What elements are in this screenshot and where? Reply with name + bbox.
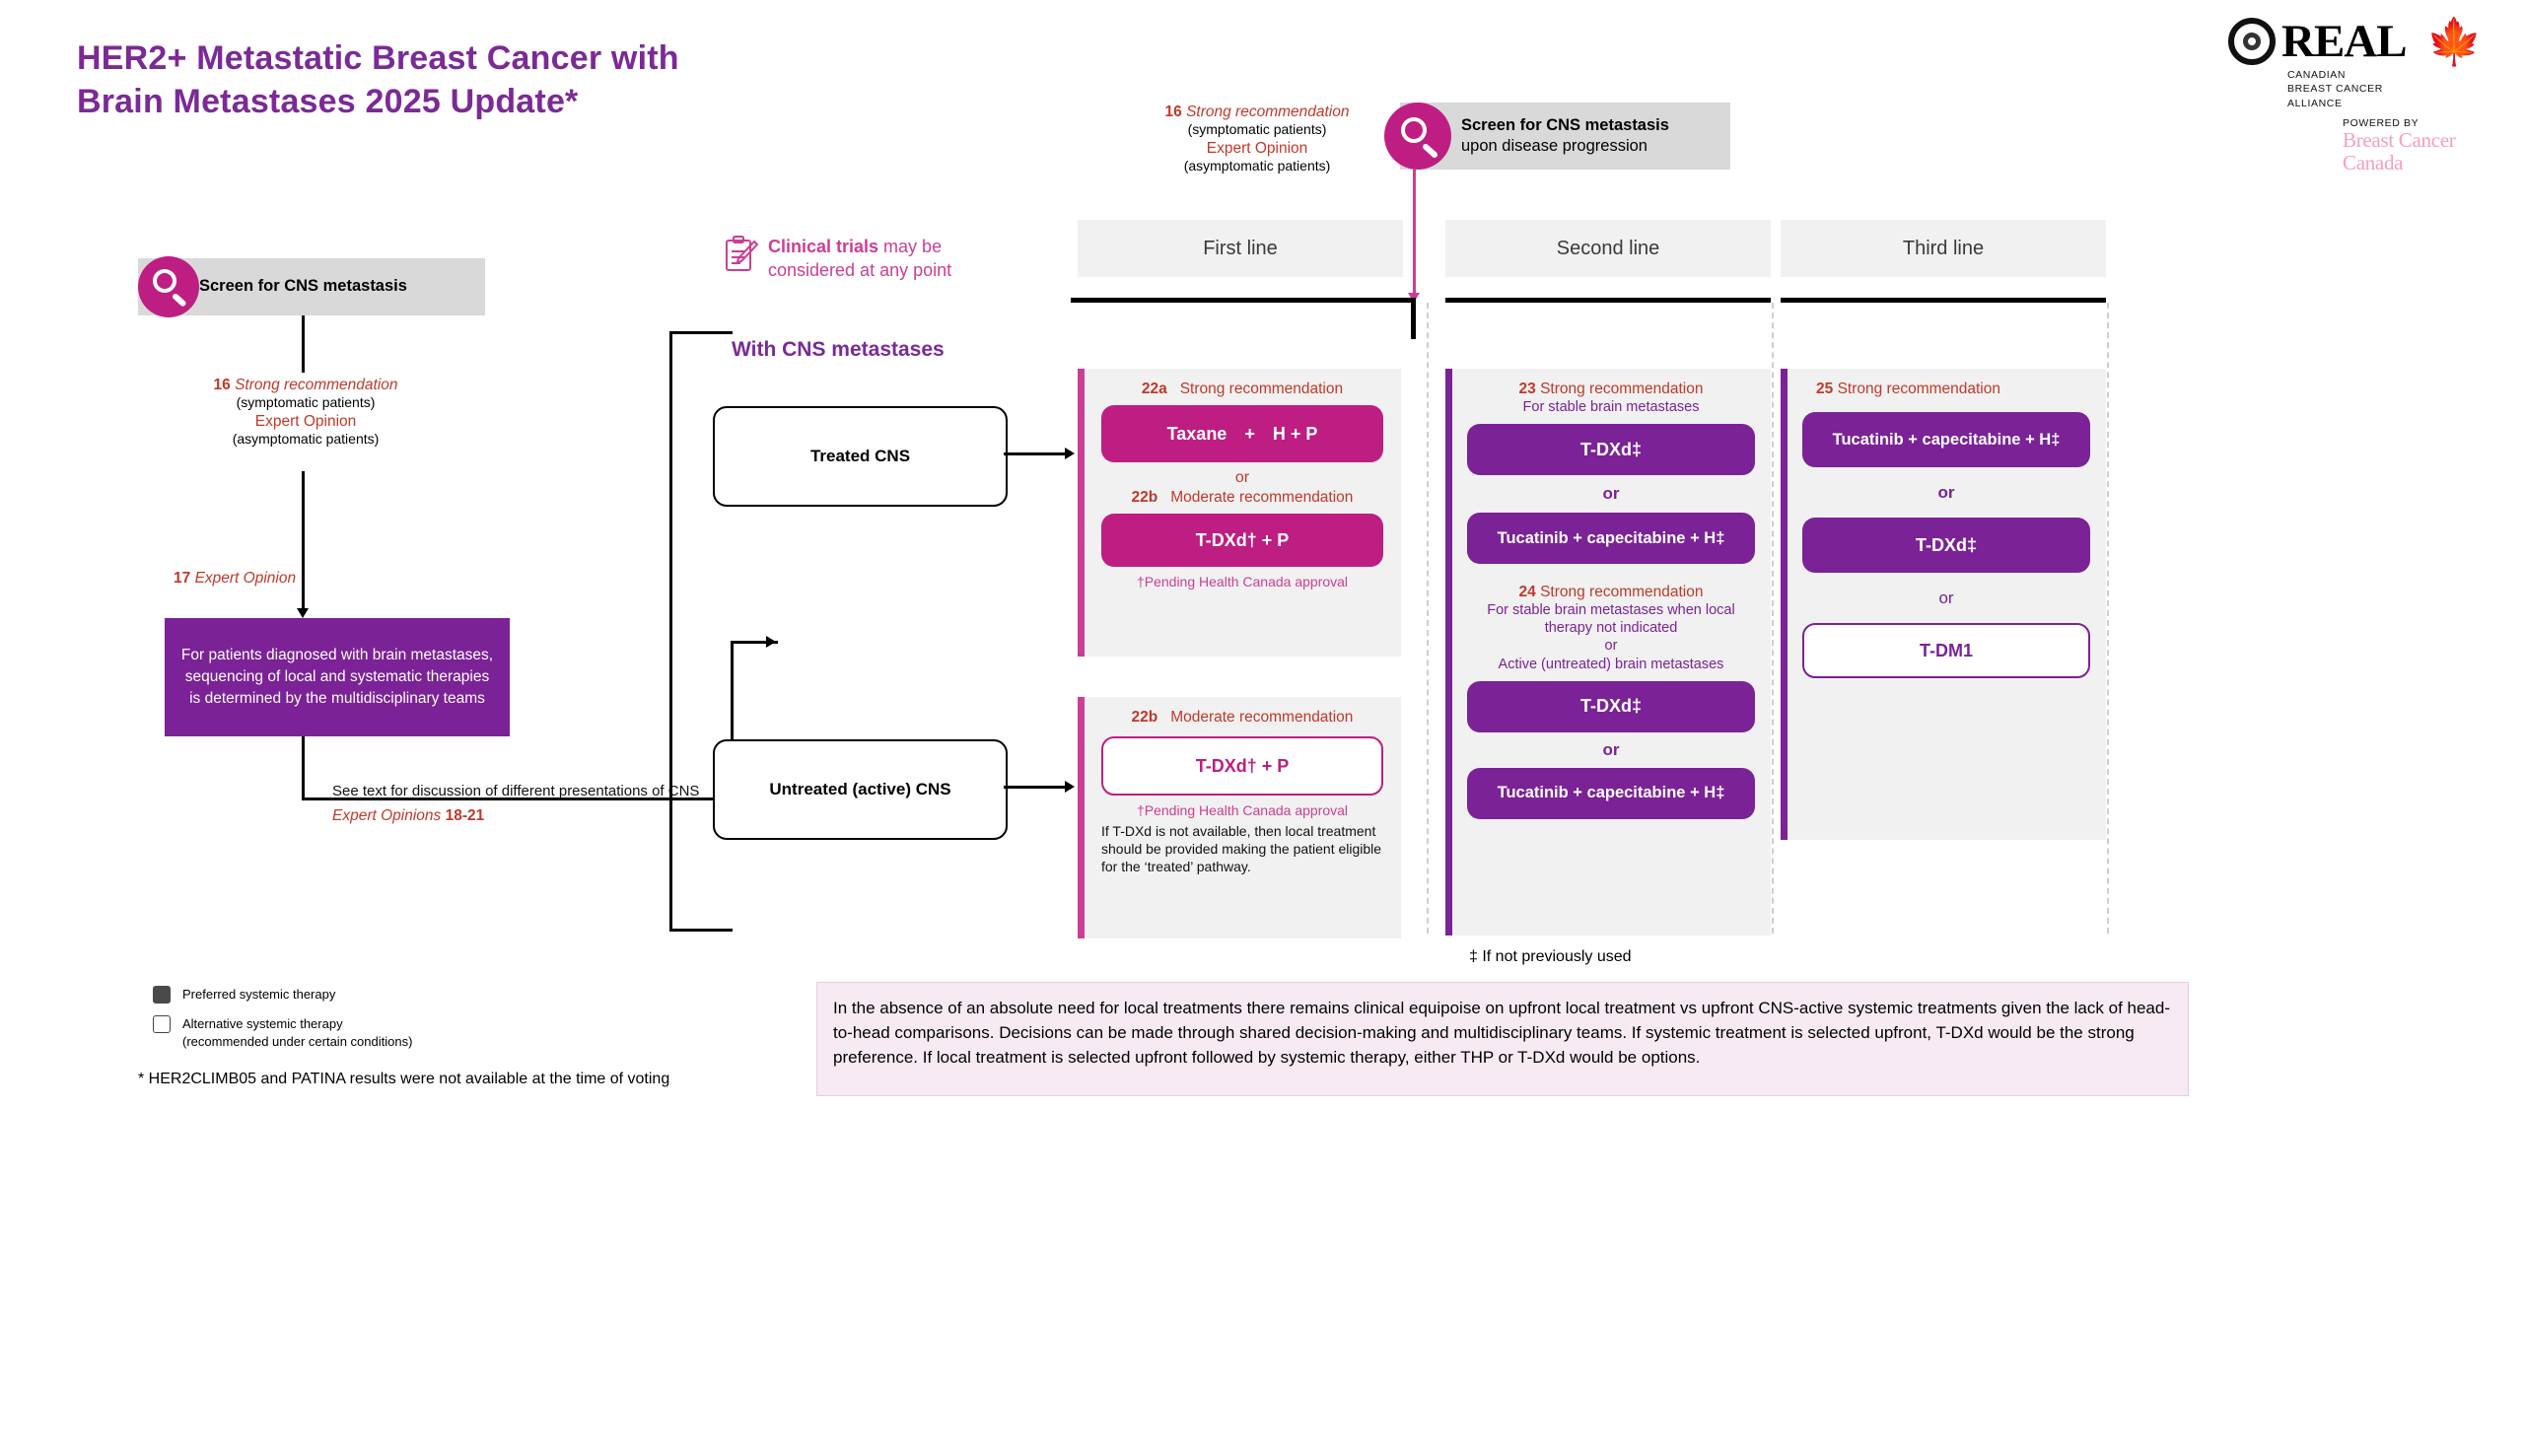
tdxd-unavailable-note: If T-DXd is not available, then local tr… [1101,823,1382,875]
drug-pill-tdxd-p: T-DXd† + P [1101,514,1383,567]
clinical-trials-bold: Clinical trials [768,237,879,256]
rule-second-line [1445,298,1771,303]
purple-sequencing-box: For patients diagnosed with brain metast… [165,618,510,736]
panel-third-line: 25 Strong recommendation Tucatinib + cap… [1781,369,2106,840]
panel-accent-bar [1781,369,1788,840]
connector-junction-to-spine [731,641,778,644]
column-header-third: Third line [1781,220,2106,277]
arrow-to-branch-spine [766,636,776,648]
screen-cns-title-left: Screen for CNS metastasis [199,277,407,296]
rec16-block-top: 16 Strong recommendation (symptomatic pa… [1164,104,1350,173]
screen-cns-box-top: Screen for CNS metastasis upon disease p… [1384,103,1730,170]
clipboard-pencil-icon [726,236,758,271]
connector-purple-right [302,797,734,800]
arrow-head-treated [1065,448,1075,459]
panel-second-line: 23 Strong recommendation For stable brai… [1445,369,1771,936]
rec23-condition: For stable brain metastases [1522,399,1700,415]
magnifier-icon-top [1384,103,1451,170]
sponsor-name: Breast Cancer Canada [2343,128,2456,174]
arrow-head-untreated [1065,781,1075,793]
arrow-to-purple-box [297,608,309,618]
magnifier-icon [138,256,199,317]
treated-cns-box: Treated CNS [713,406,1008,507]
or-label-1: or [1234,469,1250,486]
legend-label-preferred: Preferred systemic therapy [182,987,336,1003]
or-label-5: or [1938,589,1954,607]
arrow-line-treated [1004,452,1071,455]
legend-swatch-alternative [153,1015,171,1033]
with-cns-heading: With CNS metastases [732,338,945,361]
real-wordmark: REAL [2281,15,2408,67]
panel-accent-bar [1078,369,1085,657]
pink-progression-line [1413,170,1416,296]
legend-preferred: Preferred systemic therapy [153,986,335,1004]
connector-rec16-to-purple [302,471,305,610]
real-swirl-icon [2228,18,2276,65]
connector-purple-down [302,736,305,800]
drug-pill-tdm1-3l: T-DM1 [1802,623,2090,678]
drug-pill-taxane-hp: Taxane + H + P [1101,405,1383,462]
or-label-3: or [1602,739,1620,759]
pending-approval-note-2: †Pending Health Canada approval [1136,802,1349,818]
rule-first-line-tick [1411,298,1416,339]
legend-alternative: Alternative systemic therapy (recommende… [153,1015,412,1050]
equipoise-note: In the absence of an absolute need for l… [816,982,2189,1096]
connector-screen-to-rec16 [302,315,305,373]
drug-pill-tdxd-p-alt: T-DXd† + P [1101,736,1383,796]
clinical-trials-note: Clinical trials may be considered at any… [725,235,995,283]
arrow-line-untreated [1004,786,1071,789]
screen-cns-box-left: Screen for CNS metastasis [138,256,485,317]
rec17-label: 17 Expert Opinion [174,570,297,587]
panel-first-line-treated: 22a Strong recommendation Taxane + H + P… [1078,369,1401,657]
column-header-second: Second line [1445,220,1771,277]
column-header-first: First line [1078,220,1403,277]
rule-third-line [1781,298,2106,303]
powered-by-label: POWERED BY [2343,117,2419,130]
panel-accent-bar [1078,697,1085,938]
drug-pill-tucatinib-2l-b: Tucatinib + capecitabine + H‡ [1467,767,1755,819]
rule-first-line [1071,298,1416,303]
legend-swatch-preferred [153,986,171,1004]
column-divider-2 [1772,303,1774,934]
panel-first-line-untreated: 22b Moderate recommendation T-DXd† + P †… [1078,697,1401,938]
footnote-not-previously-used: ‡ If not previously used [1469,948,1632,965]
alliance-name: CANADIAN BREAST CANCER ALLIANCE [2287,69,2383,109]
legend-footnote: * HER2CLIMB05 and PATINA results were no… [138,1071,670,1087]
connector-up-to-junction [731,641,734,800]
untreated-cns-label: Untreated (active) CNS [769,780,951,798]
pending-approval-note-1: †Pending Health Canada approval [1136,574,1349,589]
maple-leaf-icon: 🍁 [2425,16,2483,67]
drug-pill-tdxd-3l: T-DXd‡ [1802,518,2090,573]
screen-cns-title-top: Screen for CNS metastasis [1461,115,1669,134]
rec24-condition: For stable brain metastases when local t… [1487,602,1735,672]
rec16-block-left: 16 Strong recommendation (symptomatic pa… [213,377,398,447]
see-text-note: See text for discussion of different pre… [332,783,700,824]
panel-accent-bar [1445,369,1452,936]
spine-top-stub [669,331,733,334]
drug-pill-tdxd-2l-a: T-DXd‡ [1467,424,1755,476]
spine-bottom-stub [669,929,733,932]
untreated-cns-box: Untreated (active) CNS [713,739,1008,840]
clinical-trials-rest: may be considered at any point [768,237,952,281]
or-label-2: or [1602,484,1620,504]
or-label-4: or [1937,483,1955,502]
spine-vertical [669,331,672,932]
page-title-line2: Brain Metastases 2025 Update* [77,82,579,120]
legend-label-alternative: Alternative systemic therapy (recommende… [182,1016,413,1049]
page-title-line1: HER2+ Metastatic Breast Cancer with [77,39,679,77]
column-divider-3 [2107,303,2109,934]
page-title: HER2+ Metastatic Breast Cancer with Brai… [77,37,826,123]
drug-pill-tdxd-2l-b: T-DXd‡ [1467,680,1755,732]
drug-pill-tucatinib-2l-a: Tucatinib + capecitabine + H‡ [1467,513,1755,565]
brand-logo: REAL 🍁 CANADIAN BREAST CANCER ALLIANCE P… [2228,15,2504,173]
screen-cns-subtitle-top: upon disease progression [1461,137,1648,155]
drug-pill-tucatinib-3l: Tucatinib + capecitabine + H‡ [1802,412,2090,467]
column-divider-1 [1427,303,1429,934]
treated-cns-label: Treated CNS [809,447,911,465]
